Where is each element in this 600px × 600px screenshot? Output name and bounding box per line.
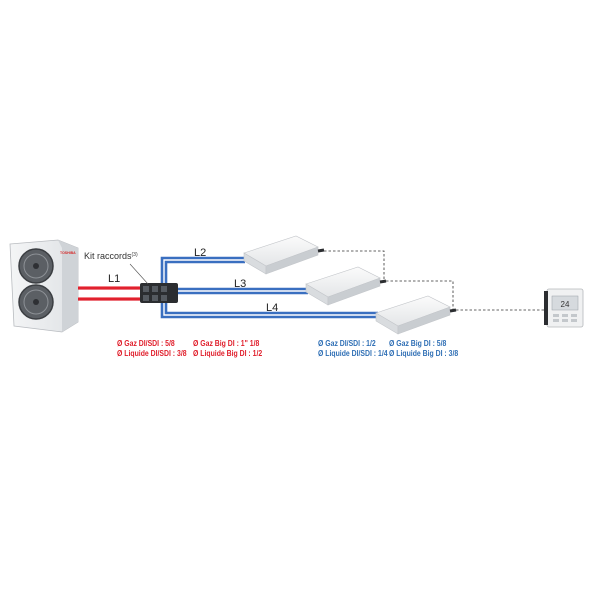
spec-line: Ø Gaz Big DI : 5/8 [389, 339, 447, 348]
indoor-unit-3 [375, 295, 457, 335]
spec-line: Ø Liquide Big DI : 3/8 [389, 349, 459, 358]
spec-main-pipe: Ø Gaz Big DI : 1" 1/8 Ø Liquide Big DI :… [193, 339, 262, 359]
label-l3: L3 [234, 278, 246, 290]
indoor-unit-1 [243, 235, 325, 275]
spec-outdoor-side: Ø Gaz DI/SDI : 5/8 Ø Liquide DI/SDI : 3/… [117, 339, 187, 359]
spec-line: Ø Liquide DI/SDI : 1/4 [318, 349, 388, 358]
spec-line: Ø Gaz DI/SDI : 5/8 [117, 339, 175, 348]
indoor-unit-2 [305, 266, 387, 306]
pipe-l3 [178, 287, 308, 295]
pipe-l1 [78, 286, 140, 301]
branch-kit [140, 283, 178, 303]
remote-controller: 24 [544, 288, 584, 328]
kit-label: Kit raccords(3) [84, 251, 138, 261]
kit-leader-line [129, 263, 149, 285]
label-l2: L2 [194, 247, 206, 259]
spec-indoor-big: Ø Gaz Big DI : 5/8 Ø Liquide Big DI : 3/… [389, 339, 458, 359]
spec-line: Ø Gaz Big DI : 1" 1/8 [193, 339, 260, 348]
label-l1: L1 [108, 273, 120, 285]
remote-display: 24 [561, 300, 570, 309]
outdoor-unit-brand: TOSHIBA [60, 251, 76, 255]
spec-line: Ø Gaz DI/SDI : 1/2 [318, 339, 376, 348]
label-l4: L4 [266, 302, 278, 314]
outdoor-unit: TOSHIBA [9, 239, 79, 333]
spec-line: Ø Liquide DI/SDI : 3/8 [117, 349, 187, 358]
spec-line: Ø Liquide Big DI : 1/2 [193, 349, 263, 358]
spec-indoor-di: Ø Gaz DI/SDI : 1/2 Ø Liquide DI/SDI : 1/… [318, 339, 388, 359]
control-wiring [324, 250, 545, 311]
